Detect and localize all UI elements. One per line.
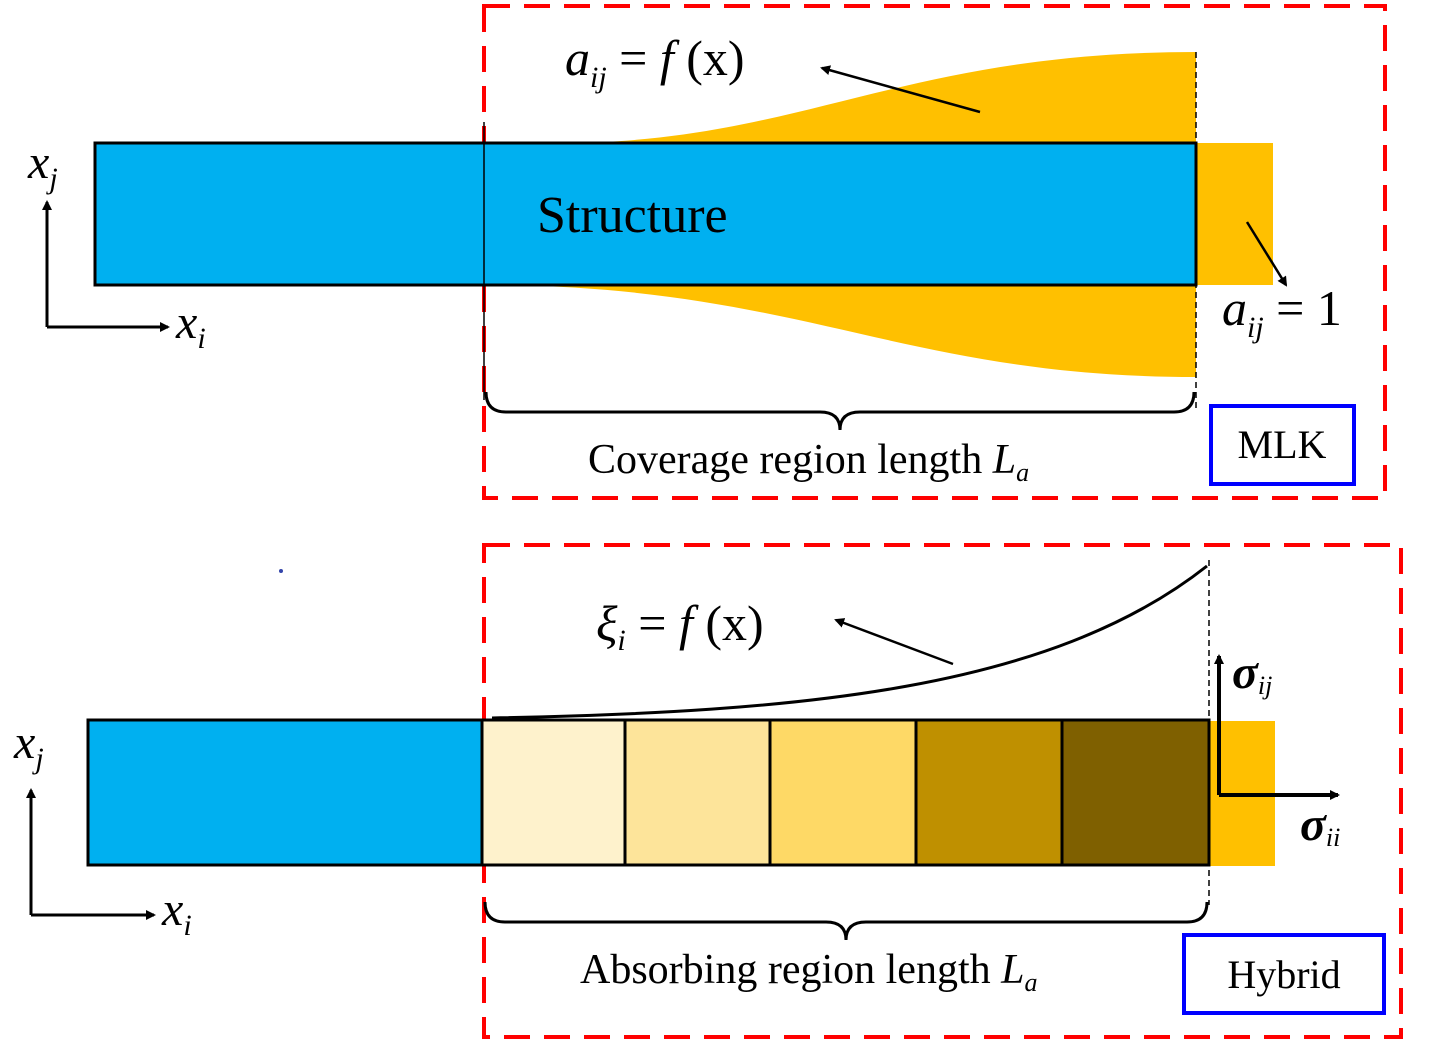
mlk-function-label: aij = f (x) <box>565 30 745 94</box>
hybrid-absorbing-layers <box>480 718 1211 867</box>
stray-dot <box>279 569 283 573</box>
mlk-axis-horizontal-label: xi <box>175 296 206 355</box>
mlk-lower-absorbing-layer <box>485 285 1196 377</box>
mlk-badge: MLK <box>1238 422 1327 467</box>
mlk-badge-frame <box>1209 404 1356 486</box>
mlk-constant-arrow <box>1245 221 1288 287</box>
mlk-function-arrow <box>820 65 981 114</box>
hybrid-structure-bar <box>86 718 484 867</box>
hybrid-badge-frame <box>1182 933 1386 1015</box>
hybrid-function-label: ξi = f (x) <box>596 595 764 657</box>
mlk-constant-label: aij = 1 <box>1222 280 1342 344</box>
hybrid-panel: ξi = f (x) σij σii Absorbing region leng… <box>13 543 1403 1039</box>
mlk-region-label: Coverage region length La <box>588 437 1029 487</box>
mlk-axis-vertical-label: xj <box>27 136 58 195</box>
absorbing-layer-5 <box>1060 718 1211 867</box>
absorbing-layer-2 <box>623 718 772 867</box>
hybrid-region-label: Absorbing region length La <box>580 947 1037 997</box>
hybrid-damping-curve <box>491 564 1208 720</box>
absorbing-layer-1 <box>480 718 627 867</box>
hybrid-axis-horizontal-label: xi <box>161 883 192 942</box>
absorbing-layer-4 <box>914 718 1064 867</box>
mlk-upper-absorbing-layer <box>560 52 1196 143</box>
hybrid-function-arrow <box>834 618 954 666</box>
stress-vertical-label: σij <box>1232 646 1272 700</box>
hybrid-badge: Hybrid <box>1227 952 1340 997</box>
absorbing-layer-3 <box>768 718 918 867</box>
hybrid-axis-vertical-label: xj <box>13 716 44 775</box>
mlk-panel: Structure aij = f (x) aij = 1 Coverage r… <box>27 4 1387 500</box>
hybrid-region-bracket <box>483 901 1209 941</box>
mlk-end-block <box>1196 143 1273 285</box>
mlk-structure-bar <box>93 141 1198 287</box>
stress-horizontal-label: σii <box>1300 798 1340 852</box>
structure-label: Structure <box>537 187 728 244</box>
mlk-region-bracket <box>484 391 1196 431</box>
